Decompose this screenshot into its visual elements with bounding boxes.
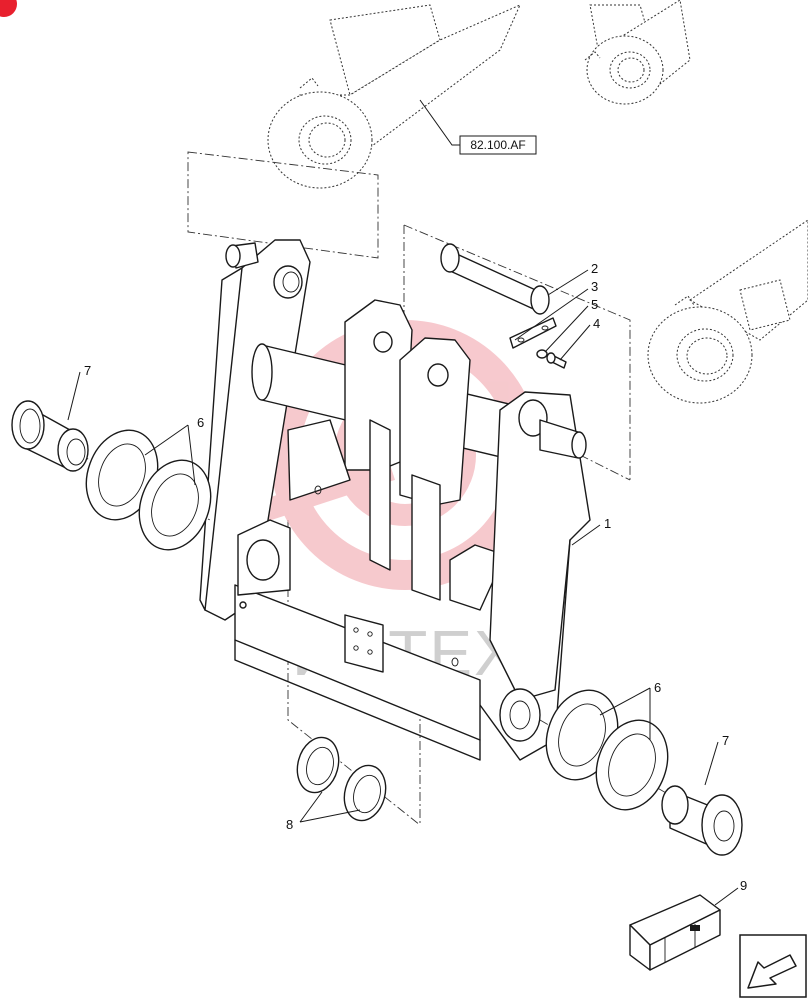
main-frame <box>199 239 591 761</box>
bushing-left-part-7 <box>11 400 89 472</box>
bolt-part-4 <box>546 352 567 369</box>
callout-6-right: 6 <box>654 680 661 695</box>
callout-3: 3 <box>591 279 598 294</box>
ghost-boom-left <box>267 4 521 189</box>
pin-part-2 <box>440 243 550 315</box>
ghost-boom-right <box>584 0 691 105</box>
callout-8: 8 <box>286 817 293 832</box>
keeper-plate-part-3 <box>509 317 557 349</box>
shims-right-part-6 <box>545 689 669 811</box>
crate-part-9 <box>629 894 721 971</box>
callout-1: 1 <box>604 516 611 531</box>
next-page-arrow-icon[interactable] <box>739 934 807 998</box>
callout-5: 5 <box>591 297 598 312</box>
locknuts-part-8 <box>296 736 387 822</box>
callout-4: 4 <box>593 316 600 331</box>
callout-9: 9 <box>740 878 747 893</box>
callout-leaders <box>67 269 739 906</box>
callout-7-left: 7 <box>84 363 91 378</box>
callout-6-left: 6 <box>197 415 204 430</box>
callout-7-right: 7 <box>722 733 729 748</box>
reference-label-box[interactable]: 82.100.AF <box>459 135 537 155</box>
corner-badge <box>0 0 17 17</box>
reference-label: 82.100.AF <box>470 138 525 152</box>
callout-2: 2 <box>591 261 598 276</box>
washer-part-5 <box>536 349 548 359</box>
ghost-boom-middle-right <box>647 219 808 404</box>
bushing-right-part-7 <box>661 785 743 856</box>
shims-left-part-6 <box>85 429 212 551</box>
